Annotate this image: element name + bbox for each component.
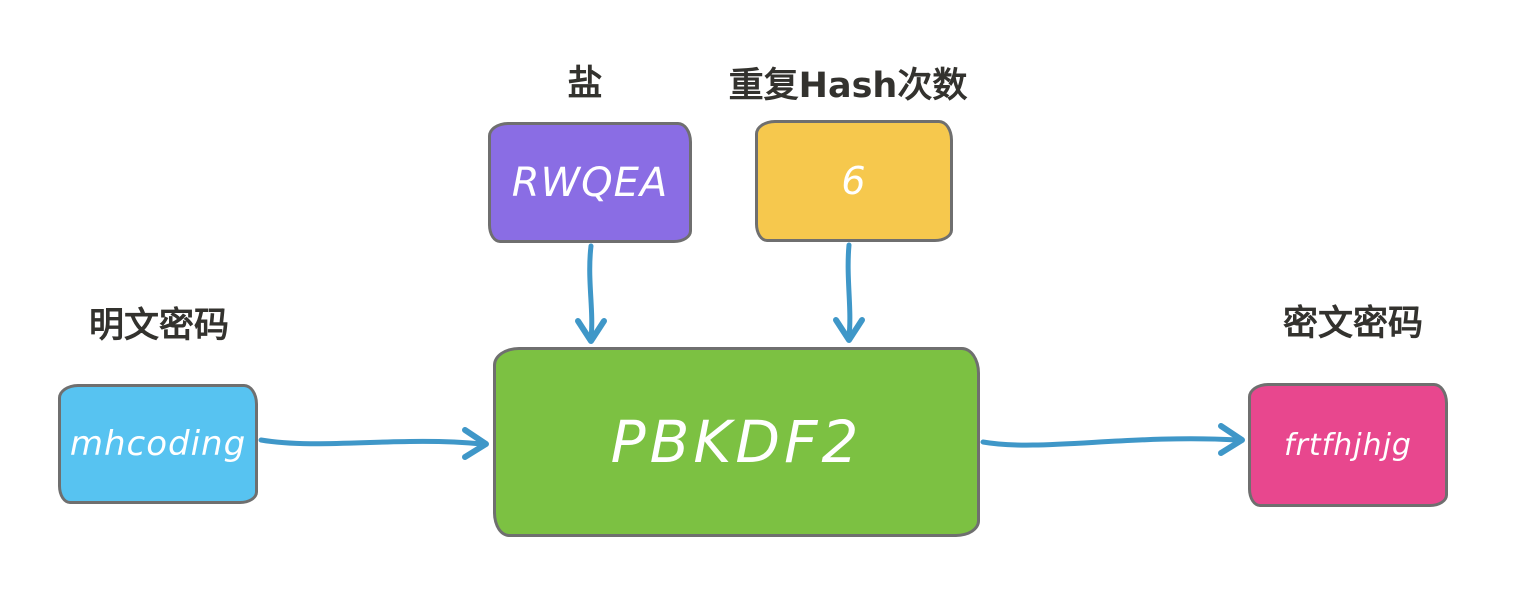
ciphertext-value: frtfhjhjg (1284, 427, 1412, 463)
label-salt: 盐 (567, 64, 603, 104)
label-plaintext: 明文密码 (88, 306, 229, 346)
node-pbkdf2: PBKDF2 (493, 347, 980, 537)
arrow-plaintext-to-pbkdf2 (258, 427, 489, 460)
plaintext-value: mhcoding (69, 424, 247, 464)
salt-value: RWQEA (511, 159, 669, 206)
node-iterations: 6 (755, 120, 953, 242)
pbkdf2-value: PBKDF2 (610, 408, 863, 476)
node-plaintext: mhcoding (58, 384, 258, 504)
node-salt: RWQEA (488, 122, 692, 243)
label-ciphertext: 密文密码 (1282, 304, 1423, 344)
arrow-iterations-to-pbkdf2 (833, 242, 865, 343)
arrow-salt-to-pbkdf2 (575, 243, 607, 344)
iterations-value: 6 (841, 159, 867, 203)
node-ciphertext: frtfhjhjg (1248, 383, 1448, 507)
arrow-pbkdf2-to-ciphertext (980, 423, 1245, 456)
label-iterations: 重复Hash次数 (728, 66, 968, 106)
